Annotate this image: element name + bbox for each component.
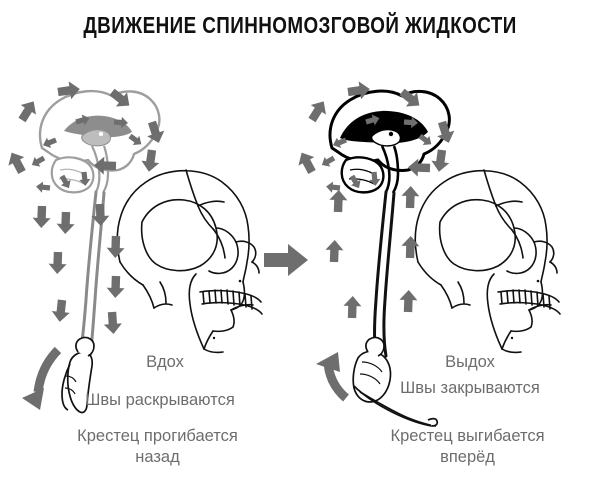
brain-sagittal-section: [38, 89, 161, 194]
csf-flow-arrows: [3, 80, 168, 410]
phase-label-inhale: Вдох: [146, 353, 184, 371]
panel-exhale: Выдох Швы закрываются Крестец выгибается…: [290, 0, 561, 487]
spinal-cord: [373, 190, 396, 358]
sacrum-label-exhale: Крестец выгибается вперёд: [390, 427, 545, 466]
page-title: ДВИЖЕНИЕ СПИННОМОЗГОВОЙ ЖИДКОСТИ: [83, 12, 517, 38]
inhale-anatomy-illustration: [3, 80, 263, 414]
brain-sagittal-section: [328, 89, 451, 194]
phase-label-exhale: Выдох: [445, 353, 495, 371]
sutures-label-exhale: Швы закрываются: [400, 379, 540, 397]
sutures-label-inhale: Швы раскрываются: [85, 391, 235, 409]
csf-flow-arrows: [293, 80, 458, 402]
skull-lateral-view: [116, 169, 263, 354]
skull-lateral-view: [414, 169, 561, 354]
panel-inhale: Вдох Швы раскрываются Крестец прогибаетс…: [0, 0, 270, 487]
sacrum-bone: [352, 336, 439, 427]
sacrum-bone: [61, 336, 95, 414]
right-arrow-icon: [264, 244, 308, 276]
exhale-anatomy-illustration: [293, 80, 561, 427]
sacrum-label-inhale: Крестец прогибается назад: [77, 427, 238, 466]
